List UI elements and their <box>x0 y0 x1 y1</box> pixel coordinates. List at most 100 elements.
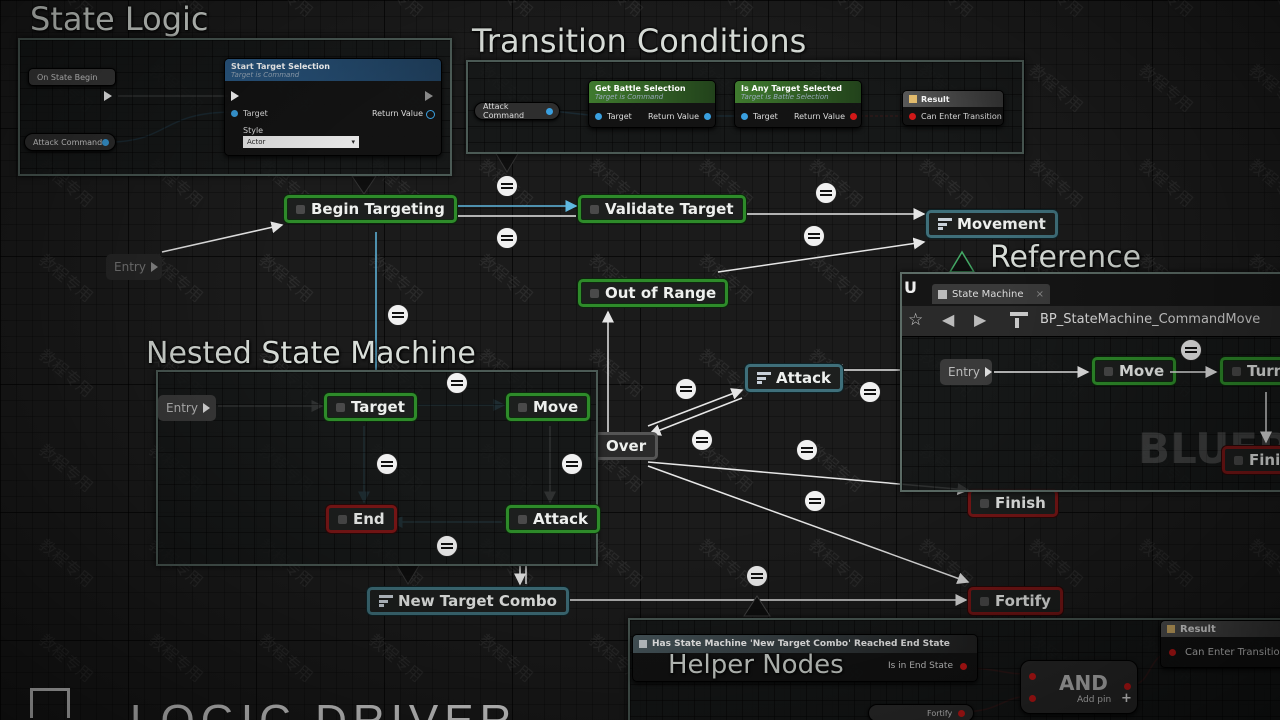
state-logic-connector <box>351 175 377 195</box>
logic-driver-logo-text: LOGIC DRIVER <box>130 696 517 720</box>
nested-state-machine-title: Nested State Machine <box>146 336 476 371</box>
bool-pin-icon[interactable] <box>1124 683 1131 690</box>
state-new-target-combo[interactable]: New Target Combo <box>367 587 569 615</box>
and-node[interactable]: AND Add pin + <box>1020 660 1138 714</box>
exec-in-pin-icon[interactable] <box>231 91 239 101</box>
play-icon <box>150 262 158 272</box>
logic-driver-logo-icon <box>30 688 70 718</box>
nested-entry-node[interactable]: Entry <box>158 395 216 421</box>
nested-state-move[interactable]: Move <box>506 393 591 421</box>
transition-icon[interactable] <box>387 304 409 326</box>
bool-pin-icon[interactable] <box>1169 649 1176 656</box>
return-pin-icon[interactable] <box>426 110 435 119</box>
transition-attack-command-node[interactable]: Attack Command <box>474 102 560 120</box>
star-icon[interactable]: ☆ <box>908 310 924 330</box>
is-any-target-selected-subtitle: Target is Battle Selection <box>741 92 829 101</box>
wire-outofrange-movement <box>717 237 926 273</box>
bool-pin-icon[interactable] <box>960 663 967 670</box>
is-any-target-selected-node[interactable]: Is Any Target Selected Target is Battle … <box>734 80 862 128</box>
bool-pin-icon[interactable] <box>909 113 916 120</box>
helper-result-node[interactable]: Result Can Enter Transition <box>1160 620 1280 668</box>
state-finish-label: Finish <box>995 494 1046 512</box>
return-value-label: Return Value <box>793 112 845 121</box>
transition-icon[interactable] <box>675 378 697 400</box>
state-machine-icon <box>938 218 952 230</box>
bool-pin-icon[interactable] <box>958 710 965 717</box>
transition-icon[interactable] <box>691 429 713 451</box>
on-state-begin-node[interactable]: On State Begin <box>28 68 116 86</box>
target-pin-icon[interactable] <box>231 110 238 117</box>
add-pin-label: Add pin <box>1077 695 1112 705</box>
has-reached-end-state-title: Has State Machine 'New Target Combo' Rea… <box>652 639 950 649</box>
nested-state-target[interactable]: Target <box>324 393 417 421</box>
state-over[interactable]: Over <box>594 432 659 460</box>
transition-icon[interactable] <box>804 490 826 512</box>
fortify-var-node[interactable]: Fortify <box>868 704 974 720</box>
main-entry-node[interactable]: Entry <box>106 254 162 280</box>
helper-nodes-title: Helper Nodes <box>668 650 844 680</box>
can-enter-transition-label: Can Enter Transition <box>921 112 1002 121</box>
state-machine-icon <box>938 289 947 299</box>
state-icon <box>590 204 599 214</box>
target-pin-icon[interactable] <box>595 113 602 120</box>
unreal-logo-icon: U <box>904 278 917 297</box>
transition-icon[interactable] <box>436 535 458 557</box>
back-arrow-icon[interactable]: ◀ <box>942 310 955 329</box>
transition-icon[interactable] <box>496 227 518 249</box>
transition-icon[interactable] <box>803 225 825 247</box>
wire-entry-begin <box>161 221 284 253</box>
close-icon[interactable]: × <box>1035 288 1044 300</box>
state-movement[interactable]: Movement <box>926 210 1058 238</box>
transition-icon[interactable] <box>446 372 468 394</box>
state-icon <box>980 596 989 606</box>
state-icon <box>296 204 305 214</box>
return-pin-icon[interactable] <box>704 113 711 120</box>
state-icon <box>336 402 345 412</box>
chevron-down-icon: ▾ <box>351 138 355 146</box>
forward-arrow-icon[interactable]: ▶ <box>974 310 987 329</box>
bool-pin-icon[interactable] <box>1029 695 1036 702</box>
get-battle-selection-node[interactable]: Get Battle Selection Target is Command T… <box>588 80 716 128</box>
return-value-label: Return Value <box>371 109 423 118</box>
main-entry-label: Entry <box>114 260 146 274</box>
nested-entry-label: Entry <box>166 401 198 415</box>
bool-pin-icon[interactable] <box>1029 673 1036 680</box>
transition-icon[interactable] <box>815 182 837 204</box>
add-pin-icon[interactable]: + <box>1121 691 1132 706</box>
style-dropdown[interactable]: Actor ▾ <box>243 136 359 148</box>
nested-state-end[interactable]: End <box>326 505 397 533</box>
nested-state-attack[interactable]: Attack <box>506 505 600 533</box>
transition-icon[interactable] <box>1180 339 1202 361</box>
attack-command-var-node[interactable]: Attack Command <box>24 133 116 151</box>
state-attack[interactable]: Attack <box>745 364 843 392</box>
transition-icon[interactable] <box>859 381 881 403</box>
transition-icon[interactable] <box>796 439 818 461</box>
get-battle-selection-subtitle: Target is Command <box>595 92 664 101</box>
state-validate-target[interactable]: Validate Target <box>578 195 746 223</box>
nested-attack-label: Attack <box>533 510 588 528</box>
state-icon <box>590 288 599 298</box>
result-node[interactable]: Result Can Enter Transition <box>902 90 1004 126</box>
exec-out-pin-icon[interactable] <box>425 91 433 101</box>
wire-attack-over <box>648 397 743 436</box>
transition-icon[interactable] <box>746 565 768 587</box>
state-out-of-range[interactable]: Out of Range <box>578 279 729 307</box>
tab-state-machine[interactable]: State Machine × <box>932 284 1050 304</box>
transition-icon[interactable] <box>561 453 583 475</box>
transition-icon[interactable] <box>376 453 398 475</box>
start-target-selection-node[interactable]: Start Target Selection Target is Command… <box>224 58 442 156</box>
state-finish[interactable]: Finish <box>968 489 1058 517</box>
state-fortify[interactable]: Fortify <box>968 587 1063 615</box>
bool-pin-icon[interactable] <box>850 113 857 120</box>
transition-icon[interactable] <box>496 175 518 197</box>
state-begin-targeting[interactable]: Begin Targeting <box>284 195 457 223</box>
state-icon <box>338 514 347 524</box>
object-pin-icon[interactable] <box>546 108 553 115</box>
target-pin-label: Target <box>243 109 268 118</box>
state-icon <box>980 498 989 508</box>
state-logic-title: State Logic <box>30 0 209 38</box>
target-pin-icon[interactable] <box>741 113 748 120</box>
object-pin-icon[interactable] <box>102 139 109 146</box>
exec-pin-icon[interactable] <box>104 91 112 101</box>
